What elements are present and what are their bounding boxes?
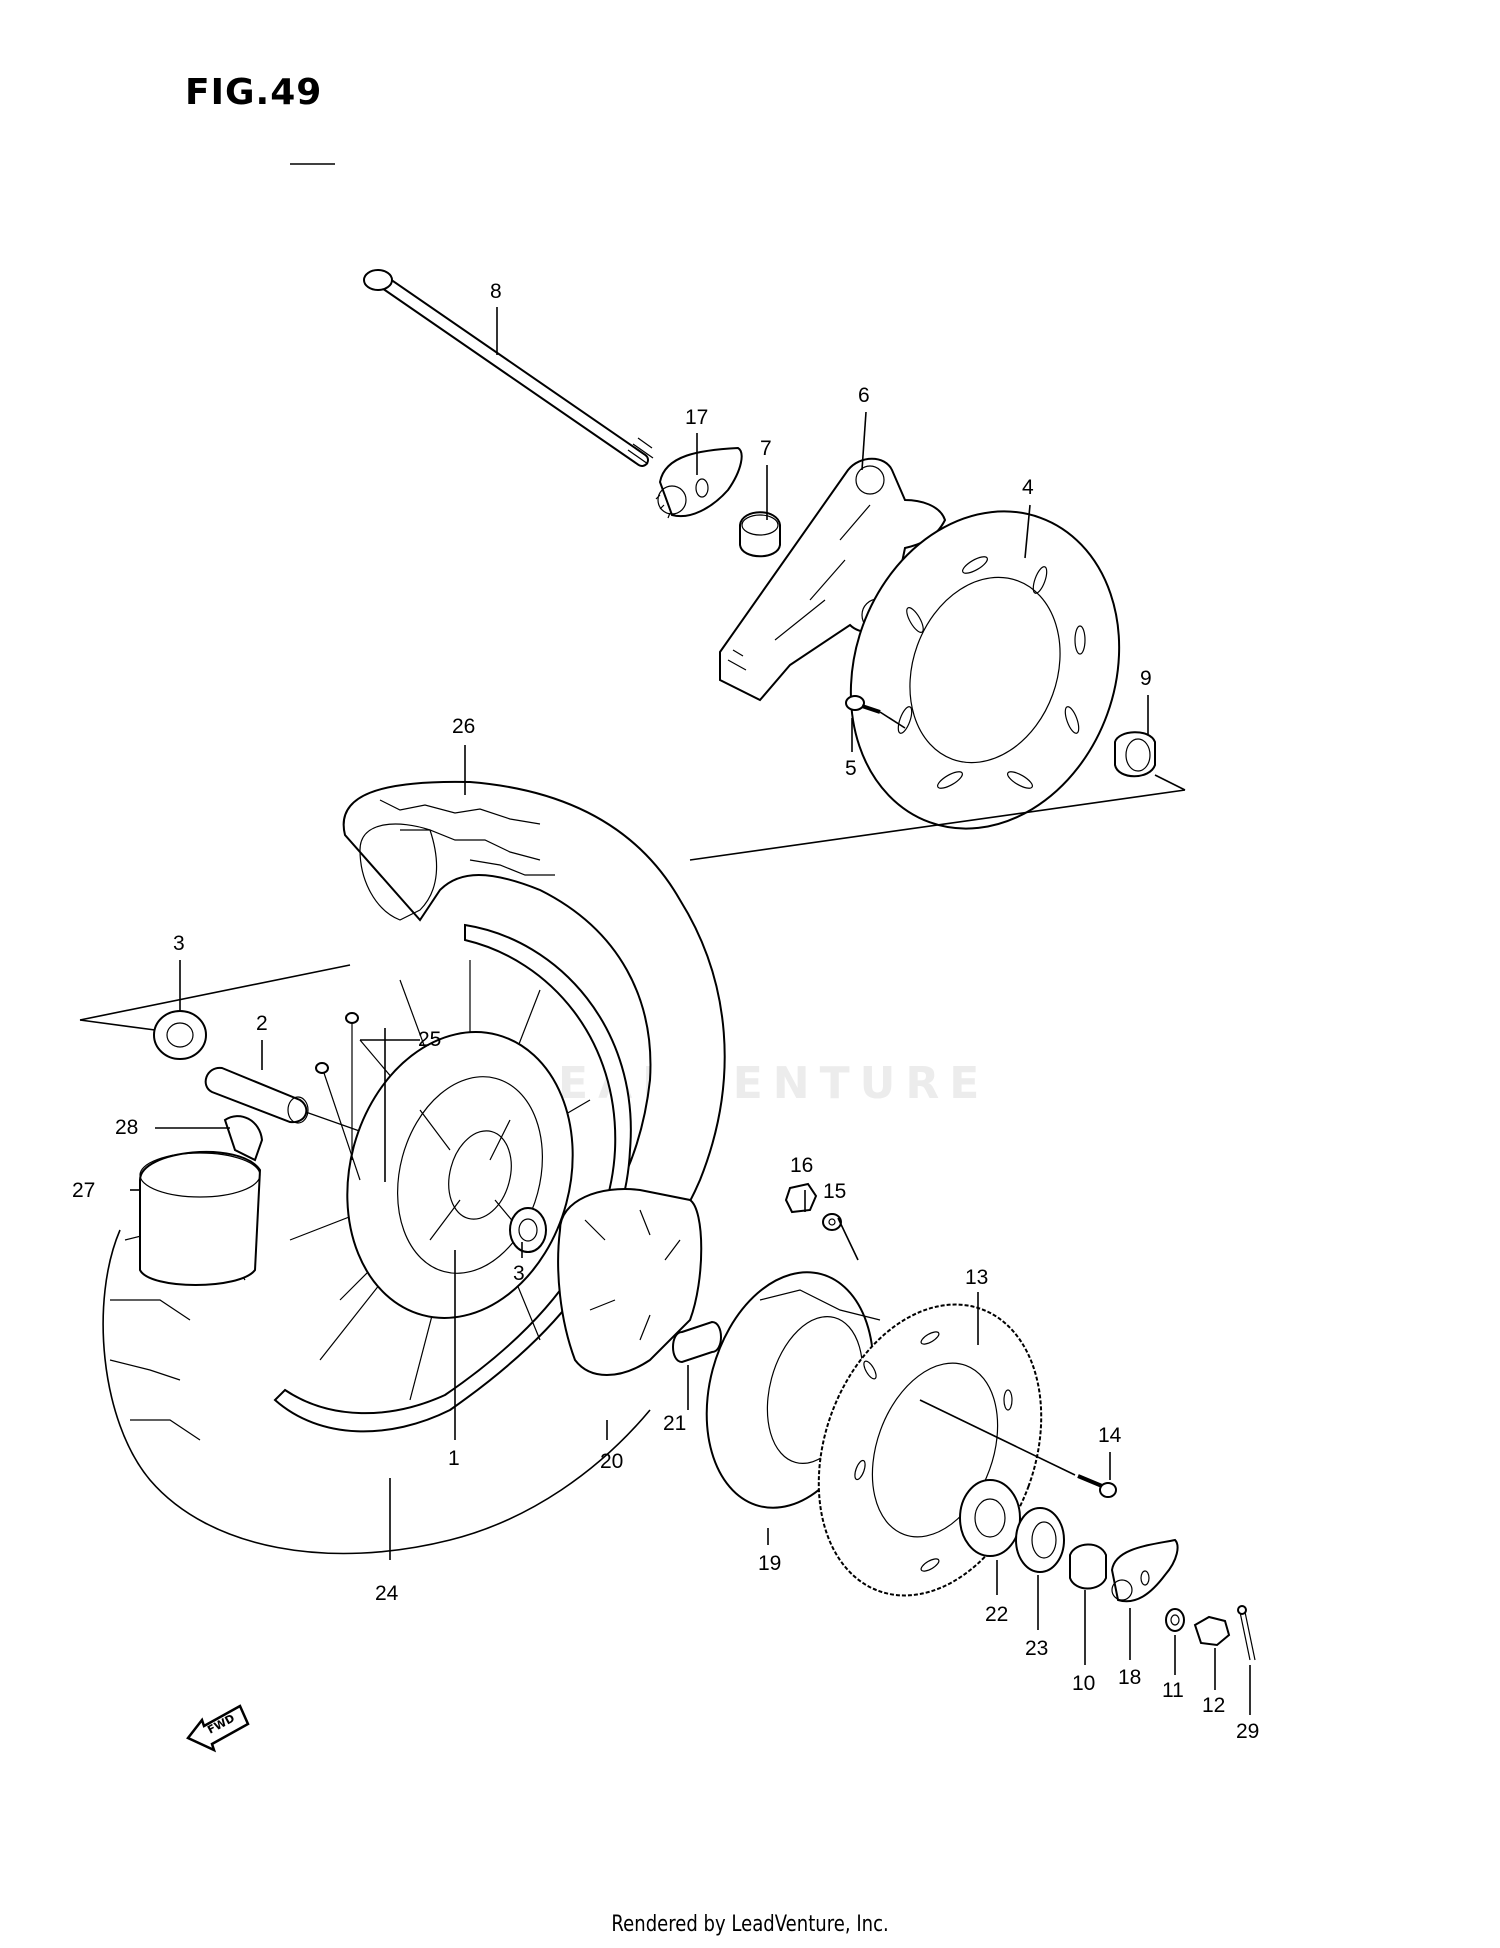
axle-part-8[interactable] — [363, 269, 654, 467]
leader-lines — [79, 307, 1251, 1715]
sprocket-bolt-part-14[interactable] — [1077, 1474, 1117, 1498]
callout-4: 4 — [1022, 476, 1034, 499]
spoke-set-part-25[interactable] — [315, 1012, 361, 1181]
callout-19: 19 — [758, 1552, 781, 1575]
callout-7: 7 — [760, 437, 772, 460]
callout-10: 10 — [1072, 1672, 1095, 1695]
footer-credit-text: Rendered by LeadVenture, Inc. — [611, 1912, 889, 1937]
bearing-part-3-right[interactable] — [509, 1207, 547, 1253]
nut-part-16[interactable] — [784, 1182, 818, 1214]
callout-12: 12 — [1202, 1694, 1225, 1717]
forward-arrow-icon: FWD — [186, 1704, 250, 1753]
collar-part-21[interactable] — [672, 1320, 722, 1364]
callout-22: 22 — [985, 1603, 1008, 1626]
rim-band-part-28[interactable] — [223, 1115, 264, 1162]
spacer-part-2[interactable] — [204, 1066, 309, 1124]
callout-23: 23 — [1025, 1637, 1048, 1660]
callout-14: 14 — [1098, 1424, 1122, 1447]
callout-15: 15 — [823, 1180, 846, 1203]
callout-3-right: 3 — [513, 1262, 525, 1285]
callout-18: 18 — [1118, 1666, 1141, 1689]
figure-title: FIG.49 — [185, 72, 323, 113]
callout-2: 2 — [256, 1012, 268, 1035]
spacer-part-9[interactable] — [1114, 731, 1156, 778]
callout-17: 17 — [685, 406, 708, 429]
callout-9: 9 — [1140, 667, 1152, 690]
callout-1: 1 — [448, 1447, 460, 1470]
callout-29: 29 — [1236, 1720, 1259, 1743]
callout-13: 13 — [965, 1266, 988, 1289]
washer-part-11[interactable] — [1165, 1608, 1185, 1632]
callout-26: 26 — [452, 715, 475, 738]
cush-damper-part-20[interactable] — [557, 1188, 703, 1376]
tube-part-27[interactable] — [139, 1150, 262, 1286]
disc-bolt-part-5[interactable] — [845, 695, 881, 714]
oil-seal-part-23[interactable] — [1015, 1507, 1065, 1573]
callout-27: 27 — [72, 1179, 95, 1202]
brake-disc-part-4[interactable] — [807, 473, 1162, 866]
cotter-pin-part-29[interactable] — [1237, 1605, 1256, 1661]
bearing-part-3-left[interactable] — [153, 1010, 207, 1060]
spacer-part-10[interactable] — [1069, 1543, 1107, 1590]
callout-3-left: 3 — [173, 932, 185, 955]
axle-nut-part-12[interactable] — [1193, 1615, 1231, 1647]
footer-credit: Rendered by LeadVenture, Inc. — [0, 1912, 1500, 1937]
chain-adjuster-part-18[interactable] — [1110, 1538, 1179, 1603]
callout-20: 20 — [600, 1450, 623, 1473]
callout-labels: 8 17 7 6 4 5 9 26 3 2 25 28 27 3 1 20 21… — [72, 280, 1259, 1743]
callout-11: 11 — [1162, 1679, 1184, 1702]
callout-25: 25 — [418, 1028, 441, 1051]
collar-part-7[interactable] — [739, 511, 781, 558]
callout-5: 5 — [845, 757, 857, 780]
callout-24: 24 — [375, 1582, 399, 1605]
watermark-text: LEADVENTURE — [520, 1058, 990, 1109]
washer-part-15[interactable] — [822, 1213, 842, 1231]
chain-adjuster-part-17[interactable] — [655, 446, 743, 519]
callout-8: 8 — [490, 280, 502, 303]
callout-16: 16 — [790, 1154, 813, 1177]
callout-28: 28 — [115, 1116, 138, 1139]
callout-21: 21 — [663, 1412, 686, 1435]
callout-6: 6 — [858, 384, 870, 407]
bearing-part-22[interactable] — [959, 1479, 1021, 1557]
